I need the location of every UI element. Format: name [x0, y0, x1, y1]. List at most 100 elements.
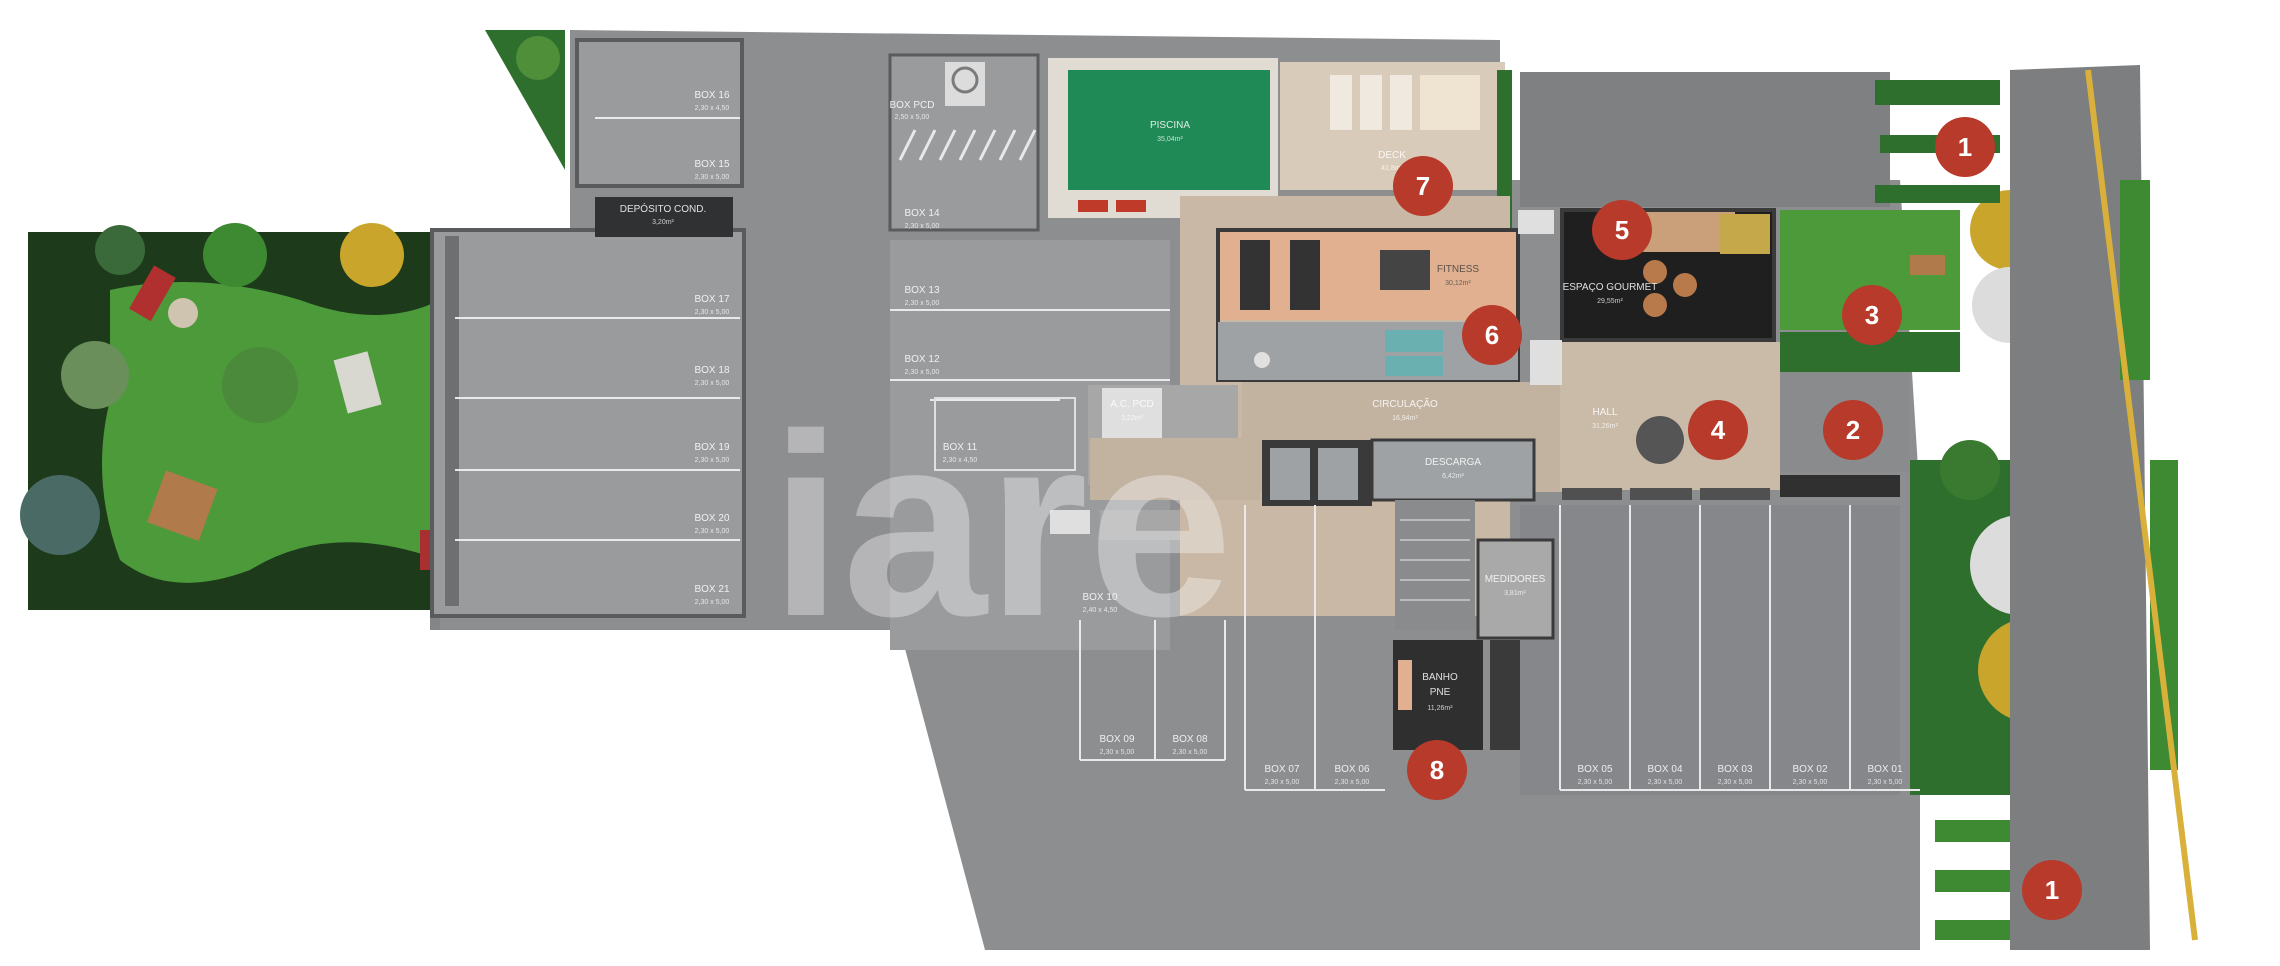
label-box-09: BOX 09	[1099, 734, 1134, 745]
svg-text:2: 2	[1846, 415, 1860, 445]
top-left-boxes	[575, 38, 744, 237]
badge-7: 7	[1393, 156, 1453, 216]
label-gourmet-area: 29,55m²	[1597, 298, 1623, 305]
label-box-15-size: 2,30 x 5,00	[695, 174, 730, 181]
label-deposito: DEPÓSITO COND.	[620, 202, 707, 215]
stool-icon	[1643, 260, 1667, 284]
accessibility-icon	[945, 62, 985, 106]
label-box-11: BOX 11	[943, 442, 978, 453]
hall-table-icon	[1636, 416, 1684, 464]
label-box-03-size: 2,30 x 5,00	[1718, 779, 1753, 786]
badge-3: 3	[1842, 285, 1902, 345]
label-piscina-area: 35,04m²	[1157, 136, 1183, 143]
left-garden	[20, 223, 446, 610]
svg-text:5: 5	[1615, 215, 1629, 245]
label-box-17: BOX 17	[694, 294, 729, 305]
label-banho-pne: PNE	[1430, 687, 1451, 698]
tree-icon	[95, 225, 145, 275]
label-box-pcd: BOX PCD	[889, 100, 934, 111]
lounger-icon	[1078, 200, 1108, 212]
label-box-05: BOX 05	[1577, 764, 1612, 775]
label-banho-area: 11,26m²	[1427, 705, 1453, 712]
label-box-18-size: 2,30 x 5,00	[695, 380, 730, 387]
firepit-icon	[168, 298, 198, 328]
badge-4: 4	[1688, 400, 1748, 460]
corner-planter	[485, 30, 565, 170]
lounger-icon	[1116, 200, 1146, 212]
label-box-17-size: 2,30 x 5,00	[695, 309, 730, 316]
label-box-06: BOX 06	[1334, 764, 1369, 775]
central-building	[1088, 196, 1572, 750]
label-box-09-size: 2,30 x 5,00	[1100, 749, 1135, 756]
label-box-02: BOX 02	[1792, 764, 1827, 775]
label-box-06-size: 2,30 x 5,00	[1335, 779, 1370, 786]
label-box-04-size: 2,30 x 5,00	[1648, 779, 1683, 786]
label-ac: A.C. PCD	[1110, 399, 1153, 410]
lounger-icon	[333, 351, 382, 414]
bench-icon	[129, 265, 176, 322]
number-badges: 1 1 2 3 4 5 6 7	[1393, 117, 2082, 920]
pool	[1068, 70, 1270, 190]
label-box-10-size: 2,40 x 4,50	[1083, 607, 1118, 614]
label-circulacao-area: 16,94m²	[1392, 415, 1418, 422]
label-box-01-size: 2,30 x 5,00	[1868, 779, 1903, 786]
lounger-icon	[1390, 75, 1412, 130]
label-box-20-size: 2,30 x 5,00	[695, 528, 730, 535]
lounger-icon	[1420, 75, 1480, 130]
label-box-19-size: 2,30 x 5,00	[695, 457, 730, 464]
label-box-07-size: 2,30 x 5,00	[1265, 779, 1300, 786]
badge-8: 8	[1407, 740, 1467, 800]
svg-text:1: 1	[2045, 875, 2059, 905]
label-box-16-size: 2,30 x 4,50	[695, 105, 730, 112]
badge-1-top: 1	[1935, 117, 1995, 177]
tree-icon	[1940, 440, 2000, 500]
badge-1-bottom: 1	[2022, 860, 2082, 920]
label-box-20: BOX 20	[694, 513, 729, 524]
label-box-14: BOX 14	[904, 208, 939, 219]
label-box-02-size: 2,30 x 5,00	[1793, 779, 1828, 786]
label-ac-area: 3,22m²	[1121, 415, 1143, 422]
label-hall: HALL	[1592, 407, 1617, 418]
badge-5: 5	[1592, 200, 1652, 260]
label-box-10: BOX 10	[1082, 592, 1117, 603]
label-box-07: BOX 07	[1264, 764, 1299, 775]
label-box-19: BOX 19	[694, 442, 729, 453]
box-labels: BOX PCD 2,50 x 5,00 BOX 14 2,30 x 5,00 B…	[694, 90, 1902, 786]
label-box-13-size: 2,30 x 5,00	[905, 300, 940, 307]
svg-text:8: 8	[1430, 755, 1444, 785]
label-medidores: MEDIDORES	[1485, 574, 1546, 585]
label-box-14-size: 2,30 x 5,00	[905, 223, 940, 230]
badge-6: 6	[1462, 305, 1522, 365]
label-piscina: PISCINA	[1150, 120, 1190, 131]
tree-icon	[203, 223, 267, 287]
svg-text:6: 6	[1485, 320, 1499, 350]
label-box-01: BOX 01	[1867, 764, 1902, 775]
treadmill-icon	[1290, 240, 1320, 310]
label-deposito-area: 3,20m²	[652, 219, 674, 226]
svg-text:1: 1	[1958, 132, 1972, 162]
label-descarga-area: 6,42m²	[1442, 473, 1464, 480]
label-deck: DECK	[1378, 150, 1406, 161]
shrub-icon	[222, 347, 298, 423]
pcd-hatch	[898, 129, 1037, 161]
label-box-04: BOX 04	[1647, 764, 1682, 775]
room-labels: PISCINA 35,04m² DECK 41,8m² FITNESS 30,1…	[620, 120, 1658, 712]
deck-area	[1280, 62, 1512, 230]
label-box-11-size: 2,30 x 4,50	[943, 457, 978, 464]
label-box-21-size: 2,30 x 5,00	[695, 599, 730, 606]
label-box-12-size: 2,30 x 5,00	[905, 369, 940, 376]
svg-text:3: 3	[1865, 300, 1879, 330]
sidewalk	[2010, 65, 2198, 950]
svg-text:7: 7	[1416, 171, 1430, 201]
label-medidores-area: 3,81m²	[1504, 590, 1526, 597]
label-hall-area: 31,26m²	[1592, 423, 1618, 430]
left-parking-block	[430, 228, 746, 618]
tree-icon	[20, 475, 100, 555]
lounger-icon	[1360, 75, 1382, 130]
label-fitness: FITNESS	[1437, 264, 1480, 275]
label-box-18: BOX 18	[694, 365, 729, 376]
label-box-pcd-size: 2,50 x 5,00	[895, 114, 930, 121]
pool-area	[1048, 58, 1278, 218]
treadmill-icon	[1240, 240, 1270, 310]
stool-icon	[1643, 293, 1667, 317]
